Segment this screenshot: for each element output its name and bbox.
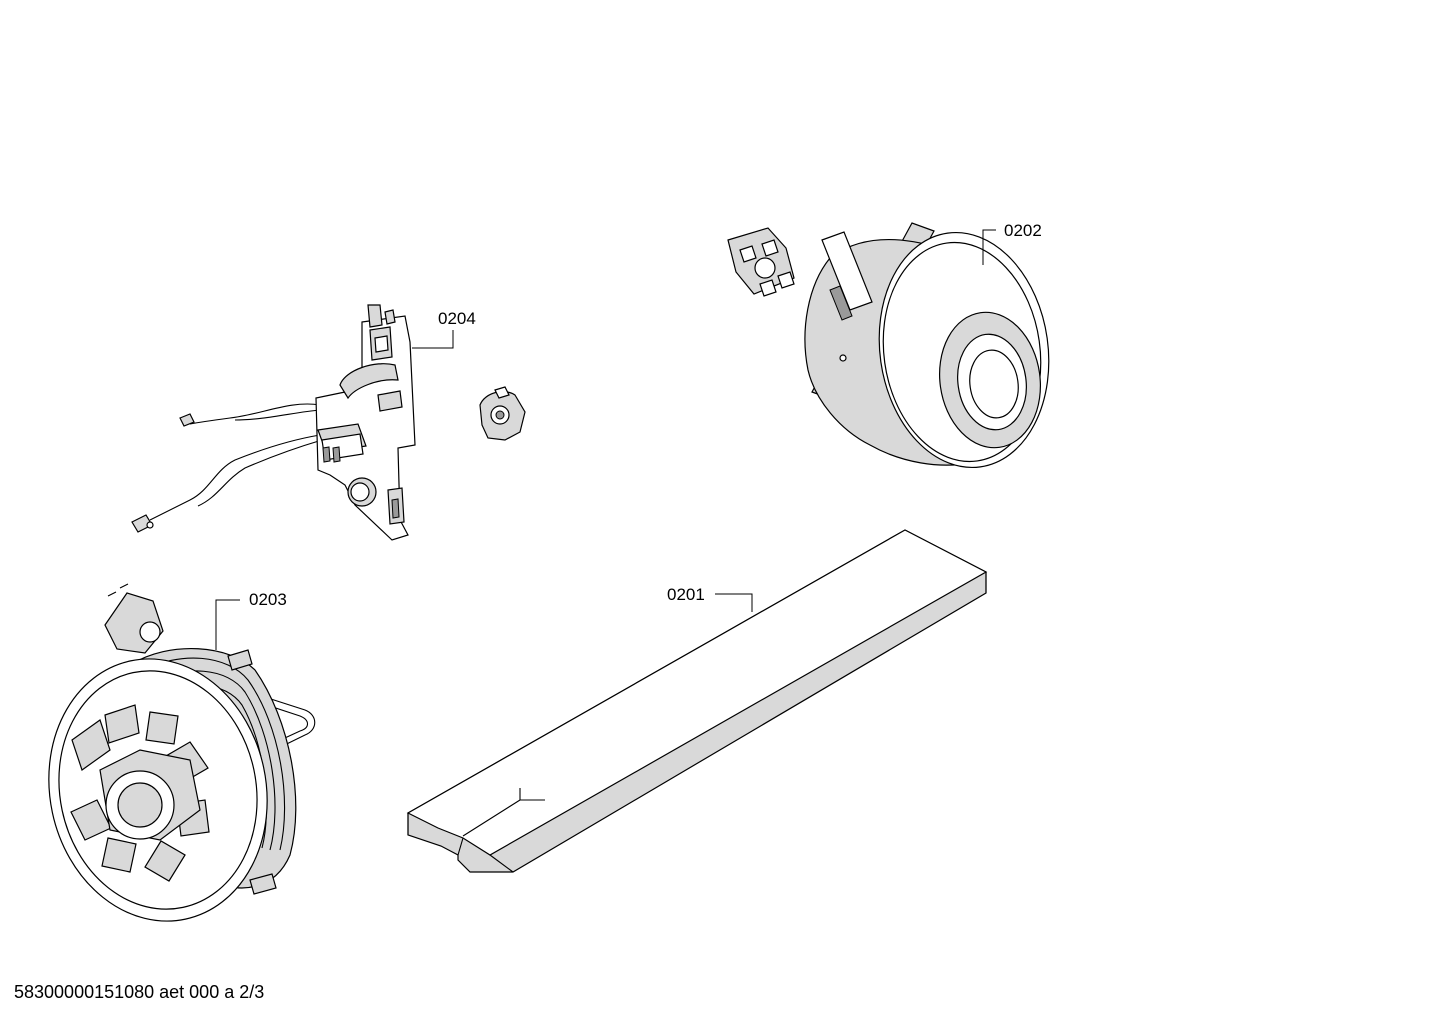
part-0202-motor xyxy=(727,222,1050,469)
callout-0204: 0204 xyxy=(438,309,476,328)
leader-0204 xyxy=(412,330,454,349)
leader-0203 xyxy=(215,599,240,650)
leader-0201 xyxy=(715,593,753,612)
callout-0201: 0201 xyxy=(667,585,705,604)
drawing-footer: 58300000151080 aet 000 a 2/3 xyxy=(14,982,265,1002)
part-0204-board xyxy=(131,304,526,541)
part-0203-cable-reel xyxy=(48,583,316,922)
callout-0203: 0203 xyxy=(249,590,287,609)
callout-0202: 0202 xyxy=(1004,221,1042,240)
part-0201-filter xyxy=(406,529,988,873)
leader-0202 xyxy=(982,229,996,265)
